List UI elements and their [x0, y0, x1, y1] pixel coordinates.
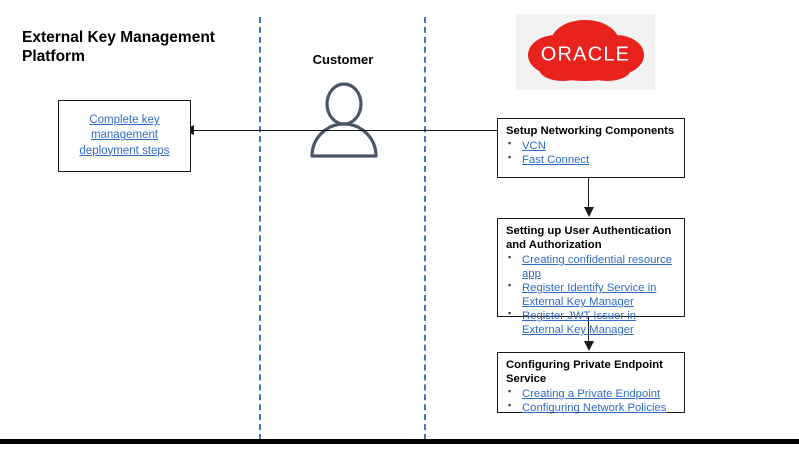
- platform-title: External Key Management Platform: [22, 29, 215, 66]
- link-configuring-network-policies[interactable]: Configuring Network Policies: [522, 402, 667, 415]
- list-item[interactable]: Creating a Private Endpoint: [506, 386, 678, 401]
- link-fast-connect[interactable]: Fast Connect: [522, 154, 590, 167]
- auth-heading: Setting up User Authentication and Autho…: [506, 225, 672, 252]
- connector-networking-to-auth: [587, 178, 590, 208]
- oracle-wordmark: ORACLE: [541, 44, 630, 66]
- customer-lane-title: Customer: [312, 52, 374, 67]
- link-creating-a-private-endpoint[interactable]: Creating a Private Endpoint: [522, 388, 661, 401]
- arrowhead-to-auth: [583, 207, 594, 217]
- customer-person-icon: [307, 78, 381, 160]
- link-vcn[interactable]: VCN: [522, 140, 546, 153]
- oracle-cloud-icon: ORACLE: [528, 20, 644, 81]
- networking-link-list: VCN Fast Connect: [506, 138, 678, 167]
- connector-networking-to-complete-key: [191, 129, 497, 132]
- box-setup-networking-components: Setup Networking Components VCN Fast Con…: [497, 118, 685, 178]
- oracle-cloud-logo: ORACLE: [516, 14, 655, 90]
- box-complete-key-deployment[interactable]: Complete key management deployment steps: [58, 100, 191, 172]
- box-configuring-private-endpoint-service: Configuring Private Endpoint Service Cre…: [497, 352, 685, 415]
- auth-link-list: Creating confidential resource app Regis…: [506, 252, 678, 337]
- endpoint-link-list: Creating a Private Endpoint Configuring …: [506, 386, 678, 415]
- complete-key-deployment-link[interactable]: Complete key management deployment steps: [79, 114, 170, 157]
- arrowhead-to-endpoint: [583, 341, 594, 351]
- list-item[interactable]: Register JWT Issuer in External Key Mana…: [506, 308, 678, 337]
- endpoint-heading: Configuring Private Endpoint Service: [506, 359, 663, 386]
- list-item[interactable]: Fast Connect: [506, 152, 678, 167]
- bottom-bar: [0, 439, 799, 444]
- list-item[interactable]: Creating confidential resource app: [506, 252, 678, 281]
- link-register-identify-service[interactable]: Register Identify Service in External Ke…: [522, 282, 657, 309]
- swimlane-divider-left: [259, 17, 261, 440]
- list-item[interactable]: Register Identify Service in External Ke…: [506, 280, 678, 309]
- list-item[interactable]: VCN: [506, 138, 678, 153]
- networking-heading: Setup Networking Components: [506, 125, 675, 137]
- list-item[interactable]: Configuring Network Policies: [506, 400, 678, 415]
- box-user-authentication-authorization: Setting up User Authentication and Autho…: [497, 218, 685, 336]
- swimlane-divider-right: [424, 17, 426, 440]
- link-register-jwt-issuer[interactable]: Register JWT Issuer in External Key Mana…: [522, 310, 637, 337]
- link-creating-confidential-resource-app[interactable]: Creating confidential resource app: [522, 254, 673, 281]
